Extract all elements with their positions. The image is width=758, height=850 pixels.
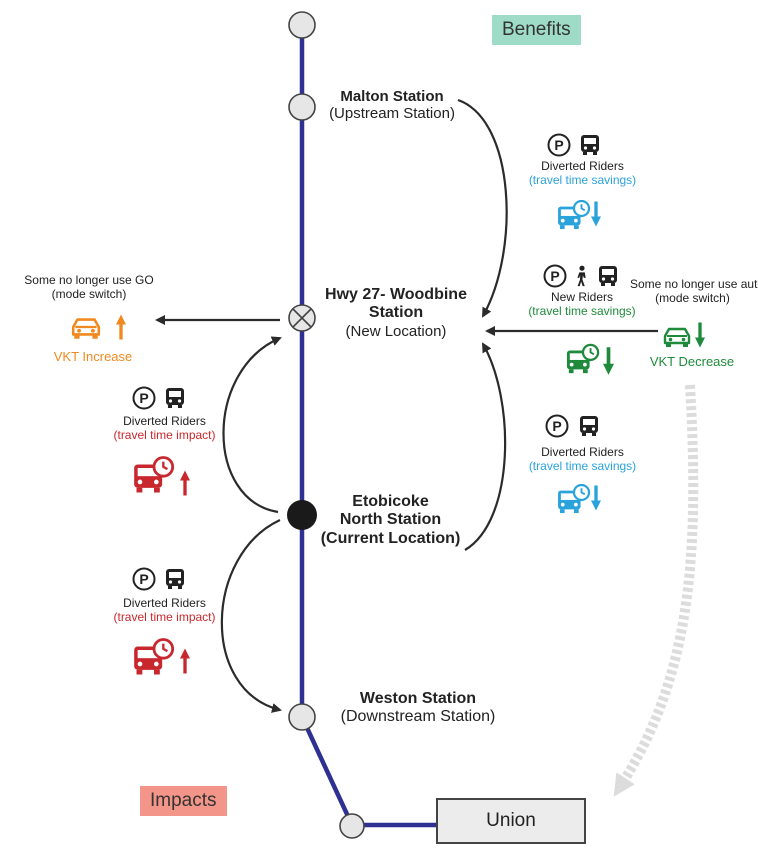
arrow-malton-to-woodbine xyxy=(457,98,508,318)
station-etobicoke-label: Etobicoke North Station (Current Locatio… xyxy=(318,493,463,548)
station-etobicoke-node xyxy=(287,500,317,530)
bus-clock-icon xyxy=(557,200,591,230)
parking-icon xyxy=(543,264,567,288)
group-label: Diverted Riders xyxy=(123,414,206,428)
group-label: New Riders xyxy=(550,290,613,304)
union-label: Union xyxy=(486,810,536,831)
bus-clock-icon xyxy=(557,484,591,514)
union-station-box: Union xyxy=(436,798,586,844)
arrow-down-icon xyxy=(591,485,601,511)
station-name: Hwy 27- Woodbine xyxy=(325,286,467,303)
arrow-down-icon xyxy=(591,201,601,227)
upper-impact-label: Diverted Riders (travel time impact) xyxy=(102,414,227,443)
arrow-etobicoke-to-woodbine-right xyxy=(464,342,507,551)
union-flow-arrow xyxy=(613,384,699,797)
station-woodbine-node xyxy=(288,304,316,332)
bus-icon xyxy=(599,266,617,286)
upstream-diverted-label: Diverted Riders (travel time savings) xyxy=(520,159,645,188)
group-note: (travel time savings) xyxy=(528,458,637,473)
station-name-line2: North Station xyxy=(339,511,442,529)
group-label: Diverted Riders xyxy=(123,596,206,610)
station-top-node xyxy=(288,11,316,39)
station-weston-label: Weston Station (Downstream Station) xyxy=(328,690,508,727)
group-label: Diverted Riders xyxy=(541,159,624,173)
parking-icon xyxy=(132,567,156,591)
station-woodbine-label: Hwy 27- Woodbine Station (New Location) xyxy=(316,286,476,340)
station-subtitle: (Current Location) xyxy=(320,529,461,547)
benefits-tag: Benefits xyxy=(492,15,581,45)
arrow-up-icon xyxy=(116,314,126,340)
group-note: (travel time savings) xyxy=(528,303,636,318)
arrow-etobicoke-to-woodbine-left xyxy=(222,336,282,514)
station-union-node xyxy=(339,813,365,839)
station-subtitle: (Upstream Station) xyxy=(329,105,455,123)
switch-line2: (mode switch) xyxy=(51,286,127,301)
bus-icon xyxy=(166,569,184,589)
switch-line1: Some no longer use GO xyxy=(24,273,154,287)
walk-icon xyxy=(577,265,586,287)
downstream-diverted-label: Diverted Riders (travel time savings) xyxy=(520,445,645,474)
arrow-up-icon xyxy=(180,648,190,674)
parking-icon xyxy=(547,133,571,157)
station-subtitle: (Downstream Station) xyxy=(340,708,496,726)
group-note: (travel time impact) xyxy=(113,609,216,624)
vkt-decrease-label: VKT Decrease xyxy=(649,354,735,369)
group-label: Diverted Riders xyxy=(541,445,624,459)
station-subtitle: (New Location) xyxy=(345,322,447,340)
bus-clock-icon xyxy=(133,456,175,494)
transit-line xyxy=(299,25,436,828)
arrow-etobicoke-to-weston xyxy=(220,519,282,713)
station-malton-node xyxy=(288,93,316,121)
car-icon xyxy=(71,318,101,341)
bus-icon xyxy=(581,135,599,155)
bus-icon xyxy=(166,388,184,408)
station-malton-label: Malton Station (Upstream Station) xyxy=(322,88,462,123)
vkt-increase-label: VKT Increase xyxy=(53,349,133,364)
parking-icon xyxy=(132,386,156,410)
arrow-down-icon xyxy=(695,322,705,348)
new-riders-label: New Riders (travel time savings) xyxy=(522,290,642,319)
parking-icon xyxy=(545,414,569,438)
switch-line1: Some no longer use auto xyxy=(630,277,758,291)
station-name: Etobicoke xyxy=(352,493,429,510)
station-name: Malton Station xyxy=(340,88,444,105)
group-note: (travel time savings) xyxy=(528,172,637,187)
group-note: (travel time impact) xyxy=(113,427,216,442)
bus-icon xyxy=(580,416,598,436)
car-icon xyxy=(663,327,691,348)
impacts-tag: Impacts xyxy=(140,786,227,816)
station-name-line2: Station xyxy=(368,304,424,322)
arrow-up-icon xyxy=(180,470,190,496)
lower-impact-label: Diverted Riders (travel time impact) xyxy=(102,596,227,625)
switch-line2: (mode switch) xyxy=(655,290,730,305)
station-name: Weston Station xyxy=(359,690,477,707)
arrow-down-icon xyxy=(603,347,614,375)
station-weston-node xyxy=(288,703,316,731)
auto-switch-label: Some no longer use auto (mode switch) xyxy=(630,277,758,306)
go-switch-label: Some no longer use GO (mode switch) xyxy=(20,273,158,302)
bus-clock-icon xyxy=(133,638,175,676)
bus-clock-icon xyxy=(566,343,600,375)
